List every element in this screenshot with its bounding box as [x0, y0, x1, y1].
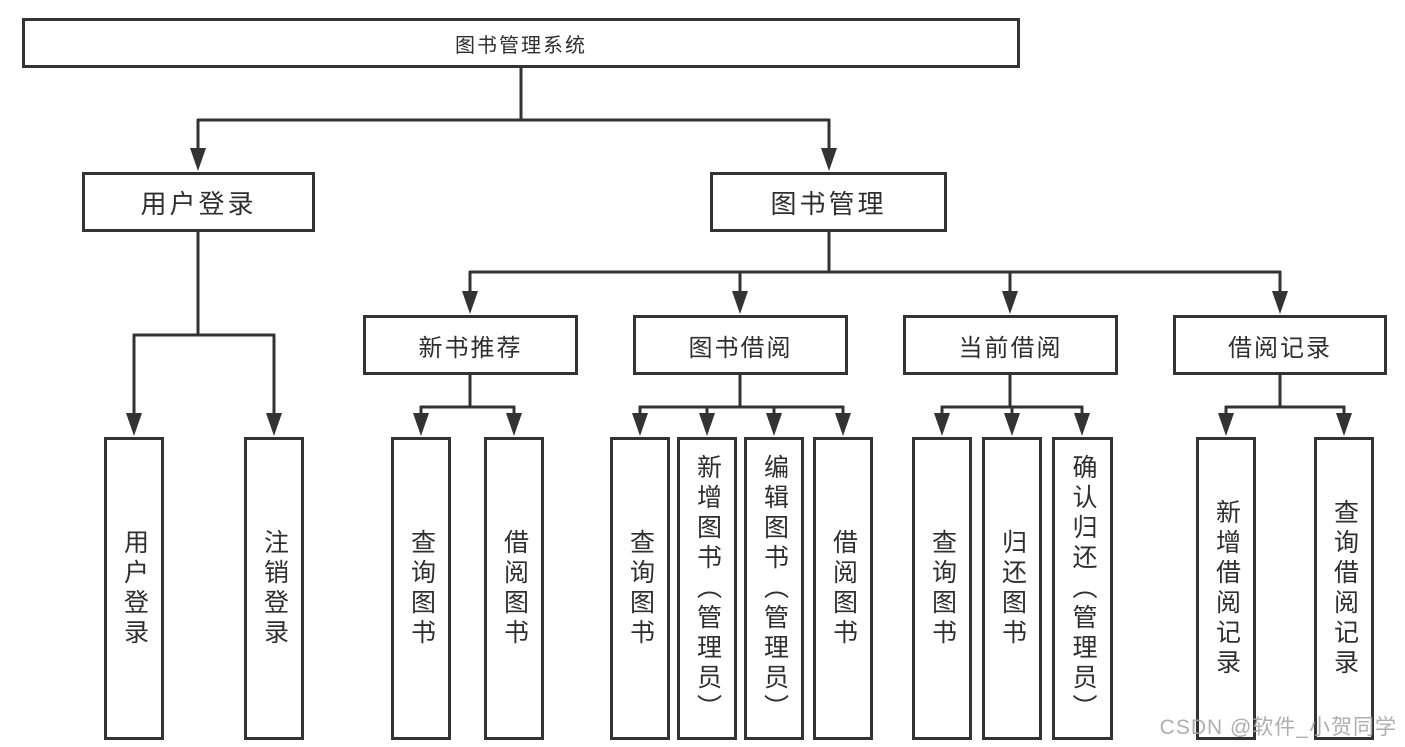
node-label: 确认归还（管理员） — [1069, 453, 1097, 724]
node-label: 图书管理系统 — [455, 34, 587, 57]
node-label: 注销登录 — [260, 528, 289, 649]
node-current-borrowing: 当前借阅 — [903, 315, 1118, 375]
node-new-book-recommend: 新书推荐 — [363, 315, 578, 375]
node-user-login: 用户登录 — [82, 172, 315, 232]
leaf-add-books-admin: 新增图书（管理员） — [677, 437, 737, 740]
leaf-logout: 注销登录 — [244, 437, 304, 740]
node-label: 新增借阅记录 — [1212, 498, 1241, 679]
node-book-management: 图书管理 — [710, 172, 947, 232]
leaf-add-borrow-record: 新增借阅记录 — [1196, 437, 1256, 740]
leaf-confirm-return-admin: 确认归还（管理员） — [1052, 437, 1113, 740]
node-label: 用户登录 — [120, 528, 149, 649]
node-book-borrowing: 图书借阅 — [633, 315, 848, 375]
node-borrowing-records: 借阅记录 — [1173, 315, 1387, 375]
node-label: 归还图书 — [998, 528, 1027, 649]
node-library-management-system: 图书管理系统 — [22, 18, 1020, 68]
node-label: 查询图书 — [928, 528, 957, 649]
leaf-query-books-1: 查询图书 — [391, 437, 451, 740]
node-label: 借阅记录 — [1228, 334, 1332, 362]
connector-userlogin-to-leaves — [126, 232, 282, 436]
node-label: 查询图书 — [407, 528, 436, 649]
node-label: 编辑图书（管理员） — [760, 453, 789, 724]
connector-bookmgmt-to-level3 — [462, 232, 1288, 314]
connector-root-to-level2 — [190, 68, 837, 171]
leaf-query-borrow-record: 查询借阅记录 — [1314, 437, 1374, 740]
leaf-borrow-books-2: 借阅图书 — [813, 437, 873, 740]
leaf-edit-books-admin: 编辑图书（管理员） — [744, 437, 804, 740]
leaf-return-books: 归还图书 — [982, 437, 1042, 740]
connector-borrowing-to-leaves — [632, 375, 851, 436]
node-label: 新增图书（管理员） — [693, 453, 722, 724]
leaf-user-login: 用户登录 — [104, 437, 164, 740]
node-label: 借阅图书 — [829, 528, 858, 649]
node-label: 用户登录 — [140, 188, 257, 219]
node-label: 查询图书 — [626, 528, 655, 649]
node-label: 图书管理 — [770, 188, 887, 219]
node-label: 当前借阅 — [958, 334, 1063, 362]
leaf-borrow-books-1: 借阅图书 — [484, 437, 544, 740]
csdn-watermark: CSDN @软件_小贺同学 — [1159, 716, 1397, 739]
leaf-query-books-3: 查询图书 — [912, 437, 972, 740]
connector-records-to-leaves — [1218, 375, 1352, 436]
leaf-query-books-2: 查询图书 — [610, 437, 670, 740]
node-label: 新书推荐 — [418, 334, 523, 362]
node-label: 借阅图书 — [500, 528, 529, 649]
connector-current-to-leaves — [934, 375, 1090, 436]
connector-newbooks-to-leaves — [413, 375, 522, 436]
node-label: 查询借阅记录 — [1330, 498, 1359, 679]
node-label: 图书借阅 — [688, 334, 793, 362]
